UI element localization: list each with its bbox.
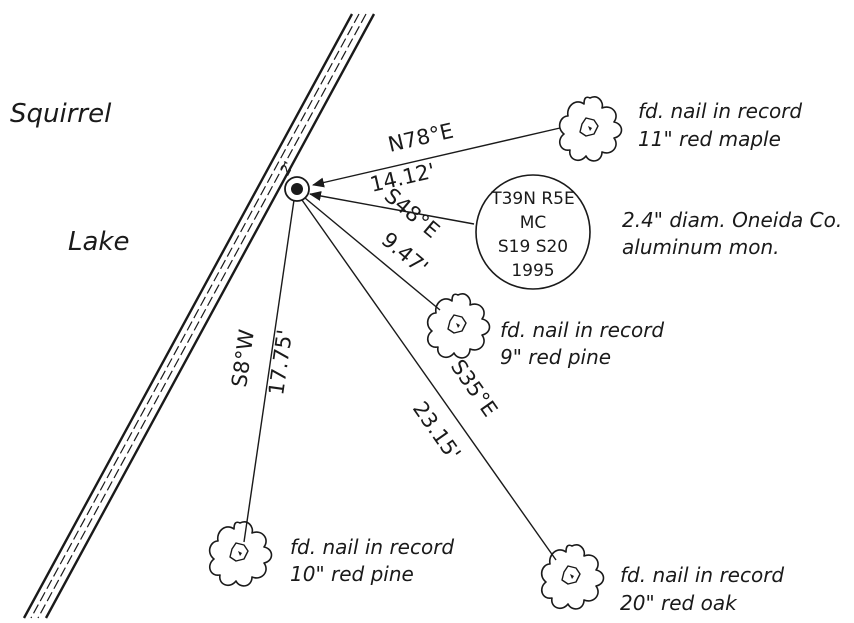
tree-icon-red-pine-9 xyxy=(426,293,491,359)
distance-oak: 23.15' xyxy=(408,397,465,465)
monument-note-line-1: 2.4" diam. Oneida Co. xyxy=(622,208,842,232)
pine9-note-line-2: 9" red pine xyxy=(500,345,611,369)
maple-note-line-2: 11" red maple xyxy=(638,127,781,151)
oak-note-line-1: fd. nail in record xyxy=(620,563,784,587)
tie-line-maple xyxy=(312,127,561,188)
tie-lines xyxy=(243,127,561,561)
oak-note-line-2: 20" red oak xyxy=(620,591,738,615)
monument-note-line-2: aluminum mon. xyxy=(622,235,779,259)
lake-name-line-1: Squirrel xyxy=(10,99,112,129)
pine10-note-line-1: fd. nail in record xyxy=(290,535,454,559)
monument-disk-line-3: S19 S20 xyxy=(498,237,568,257)
tree-icon-red-maple xyxy=(558,96,623,162)
bearing-maple: N78°E xyxy=(386,119,456,157)
monument-disk: T39N R5E MC S19 S20 1995 xyxy=(475,174,591,290)
tie-line-pine10 xyxy=(243,199,295,543)
corner-mark xyxy=(284,176,310,202)
tie-line-pine9 xyxy=(304,197,441,311)
bearing-pine10: S8°W xyxy=(227,328,259,389)
tie-line-monument xyxy=(309,191,475,225)
distance-pine10: 17.75' xyxy=(264,328,297,397)
tree-icon-red-pine-10 xyxy=(208,521,273,587)
tie-line-oak xyxy=(301,199,557,561)
pine9-note-line-1: fd. nail in record xyxy=(500,318,664,342)
lake-name-line-2: Lake xyxy=(68,227,129,257)
monument-disk-line-4: 1995 xyxy=(511,261,554,281)
maple-note-line-1: fd. nail in record xyxy=(638,99,802,123)
shoreline xyxy=(22,13,376,619)
monument-disk-line-2: MC xyxy=(520,213,547,233)
bearing-oak: S35°E xyxy=(446,355,502,421)
pine10-note-line-2: 10" red pine xyxy=(290,562,414,586)
monument-disk-line-1: T39N R5E xyxy=(490,189,575,209)
tree-icon-red-oak xyxy=(540,544,605,610)
